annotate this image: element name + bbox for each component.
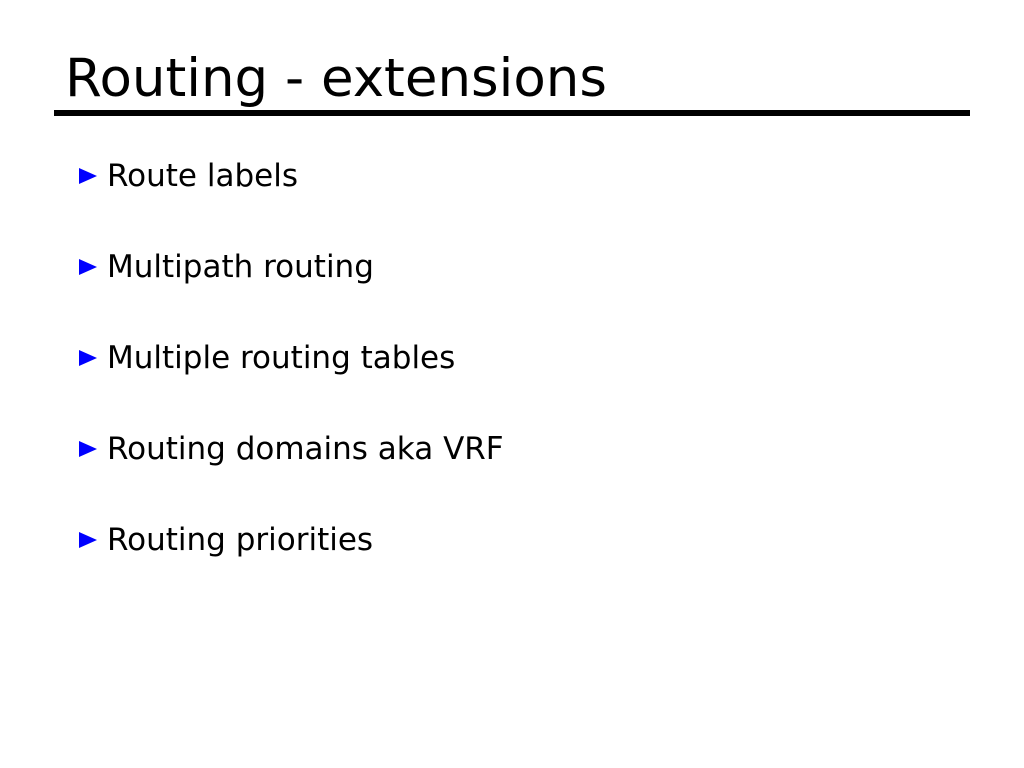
triangle-right-icon <box>78 520 107 550</box>
list-item: Routing domains aka VRF <box>78 429 978 520</box>
list-item-label: Route labels <box>107 158 298 194</box>
list-item-label: Multipath routing <box>107 249 374 285</box>
list-item-label: Multiple routing tables <box>107 340 456 376</box>
triangle-right-icon <box>78 156 107 186</box>
list-item: Route labels <box>78 156 978 247</box>
triangle-right-icon <box>78 338 107 368</box>
title-underline-rule <box>54 110 970 116</box>
triangle-right-icon <box>78 247 107 277</box>
list-item: Multipath routing <box>78 247 978 338</box>
list-item: Routing priorities <box>78 520 978 611</box>
triangle-right-icon <box>78 429 107 459</box>
bullet-list: Route labels Multipath routing Multiple … <box>78 156 978 611</box>
list-item: Multiple routing tables <box>78 338 978 429</box>
page-title: Routing - extensions <box>65 48 608 109</box>
list-item-label: Routing domains aka VRF <box>107 431 504 467</box>
list-item-label: Routing priorities <box>107 522 374 558</box>
